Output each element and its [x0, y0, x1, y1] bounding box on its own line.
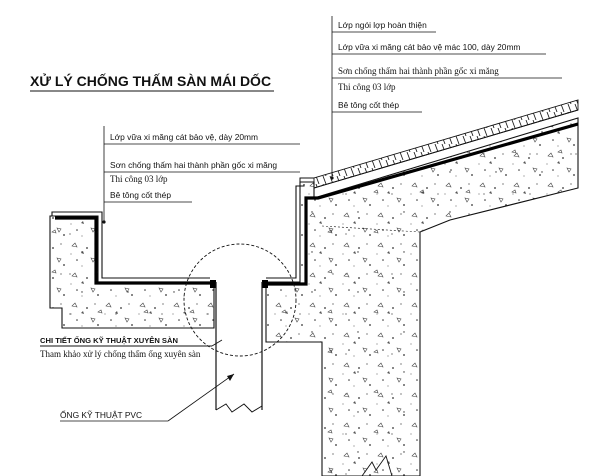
left-note-waterproof-coating: Sơn chống thấm hai thành phần gốc xi măn…	[110, 160, 277, 170]
left-note-concrete: Bê tông cốt thép	[110, 190, 171, 200]
left-slab-concrete	[49, 215, 215, 329]
pvc-pipe	[215, 282, 263, 413]
pvc-pipe-label: ỐNG KỸ THUẬT PVC	[60, 409, 142, 420]
right-note-concrete: Bê tông cốt thép	[338, 100, 399, 110]
right-leader-dot	[330, 176, 334, 180]
left-leader-dot	[102, 220, 106, 224]
pipe-detail-heading: CHI TIẾT ỐNG KỸ THUẬT XUYÊN SÀN	[40, 335, 178, 345]
right-pipe-collar	[262, 280, 268, 288]
pipe-detail-reference: Tham khảo xử lý chống thấm ống xuyên sàn	[40, 349, 201, 359]
drawing-title: XỬ LÝ CHỐNG THẤM SÀN MÁI DỐC	[30, 72, 271, 89]
pipe-detail-leader	[211, 339, 223, 347]
detail-callout-circle	[183, 243, 297, 357]
left-pipe-collar	[210, 280, 216, 288]
roof-tile-layer	[313, 99, 579, 189]
left-note-coats: Thi công 03 lớp	[110, 174, 168, 184]
right-protective-mortar	[266, 184, 305, 279]
roof-edge	[299, 177, 314, 182]
left-waterproof-membrane	[55, 216, 212, 285]
left-protective-mortar	[51, 211, 210, 279]
right-note-protective-mortar: Lớp vữa xi măng cát bảo vệ mác 100, dày …	[338, 42, 520, 52]
right-note-tile-layer: Lớp ngói lợp hoàn thiện	[338, 20, 427, 30]
column-break-line	[361, 454, 393, 476]
beam-edge	[321, 225, 421, 233]
right-note-coats: Thi công 03 lớp	[338, 82, 396, 92]
right-structure-concrete	[265, 117, 579, 476]
pvc-pipe-leader	[167, 373, 235, 422]
left-note-protective-mortar: Lớp vữa xi măng cát bảo vệ, dày 20mm	[110, 132, 258, 142]
pvc-pipe-leader-arrow	[227, 374, 234, 381]
right-note-waterproof-coating: Sơn chống thấm hai thành phần gốc xi măn…	[338, 66, 499, 76]
right-waterproof-membrane	[266, 122, 579, 286]
